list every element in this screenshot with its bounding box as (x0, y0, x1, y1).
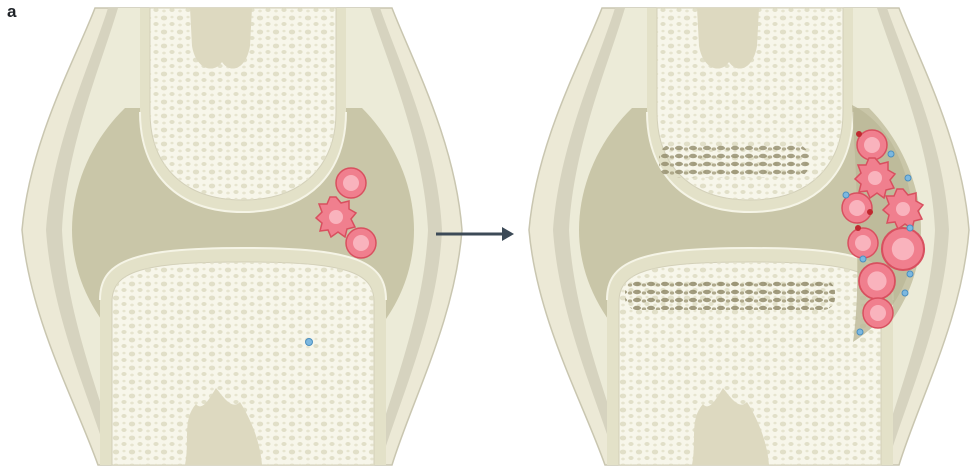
healthy-joint (22, 8, 462, 465)
upper-bone-erosion (659, 144, 809, 178)
blue-particle (306, 339, 313, 346)
inflamed-joint (529, 8, 969, 465)
lower-bone-erosion (625, 280, 835, 310)
